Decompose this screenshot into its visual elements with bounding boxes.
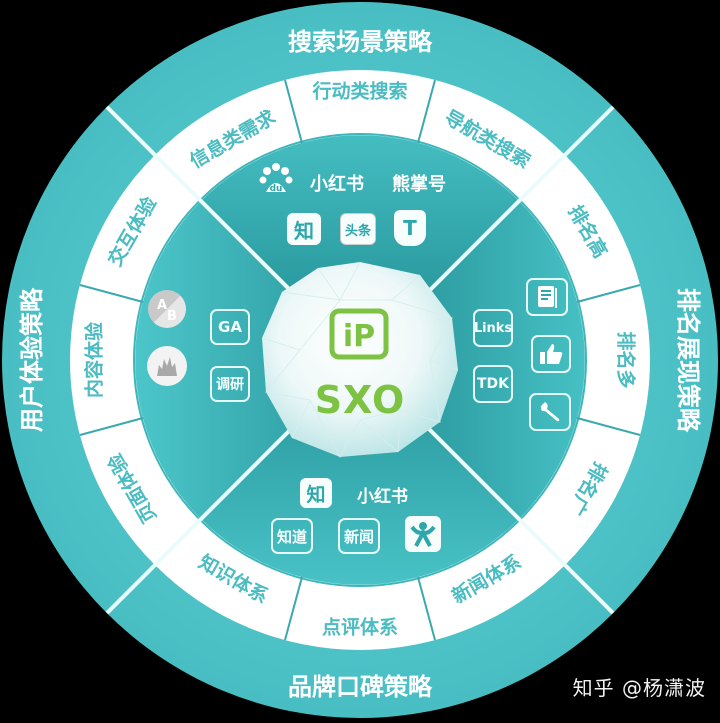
- survey-icon: 调研: [210, 366, 250, 402]
- segment-label: 行动类搜索: [311, 80, 407, 103]
- wrench-icon: [529, 393, 571, 431]
- baidu-icon: du: [258, 162, 294, 198]
- zhihu-icon: 知: [300, 478, 332, 508]
- segment-label: 点评体系: [322, 616, 398, 639]
- ip-logo-icon: [329, 308, 389, 360]
- tmall-icon: T: [394, 210, 426, 246]
- links-icon: Links: [473, 309, 513, 347]
- segment-label: 排名多: [615, 331, 638, 388]
- svg-text:A: A: [157, 298, 167, 313]
- thumbs-up-icon: [531, 335, 571, 373]
- heatmap-flame-icon: [147, 346, 187, 386]
- logo-text: iP: [343, 319, 375, 354]
- zhihu-icon: 知: [287, 213, 321, 245]
- document-icon: [526, 278, 568, 316]
- toutiao-icon: 头条: [340, 213, 376, 245]
- segment-label: 内容体验: [83, 321, 106, 398]
- ga-icon: GA: [210, 309, 250, 345]
- news-icon: 新闻: [338, 518, 380, 554]
- xiaohongshu-icon: 小红书: [357, 487, 408, 507]
- svg-text:B: B: [167, 309, 177, 324]
- xiaohongshu-icon: 小红书: [310, 174, 364, 195]
- xiongzhanghao-icon: 熊掌号: [392, 174, 446, 195]
- quadrant-title-left: 用户体验策略: [18, 287, 46, 432]
- center-title: SXO: [315, 378, 406, 422]
- tdk-icon: TDK: [473, 365, 513, 403]
- quadrant-title-bottom: 品牌口碑策略: [288, 673, 433, 701]
- svg-text:du: du: [270, 184, 283, 194]
- dianping-icon: [405, 516, 441, 552]
- quadrant-title-top: 搜索场景策略: [288, 28, 433, 56]
- quadrant-title-right: 排名展现策略: [674, 288, 702, 433]
- zhidao-icon: 知道: [271, 518, 313, 554]
- watermark: 知乎 @杨潇波: [572, 676, 706, 700]
- segment-dividers: [79, 79, 641, 641]
